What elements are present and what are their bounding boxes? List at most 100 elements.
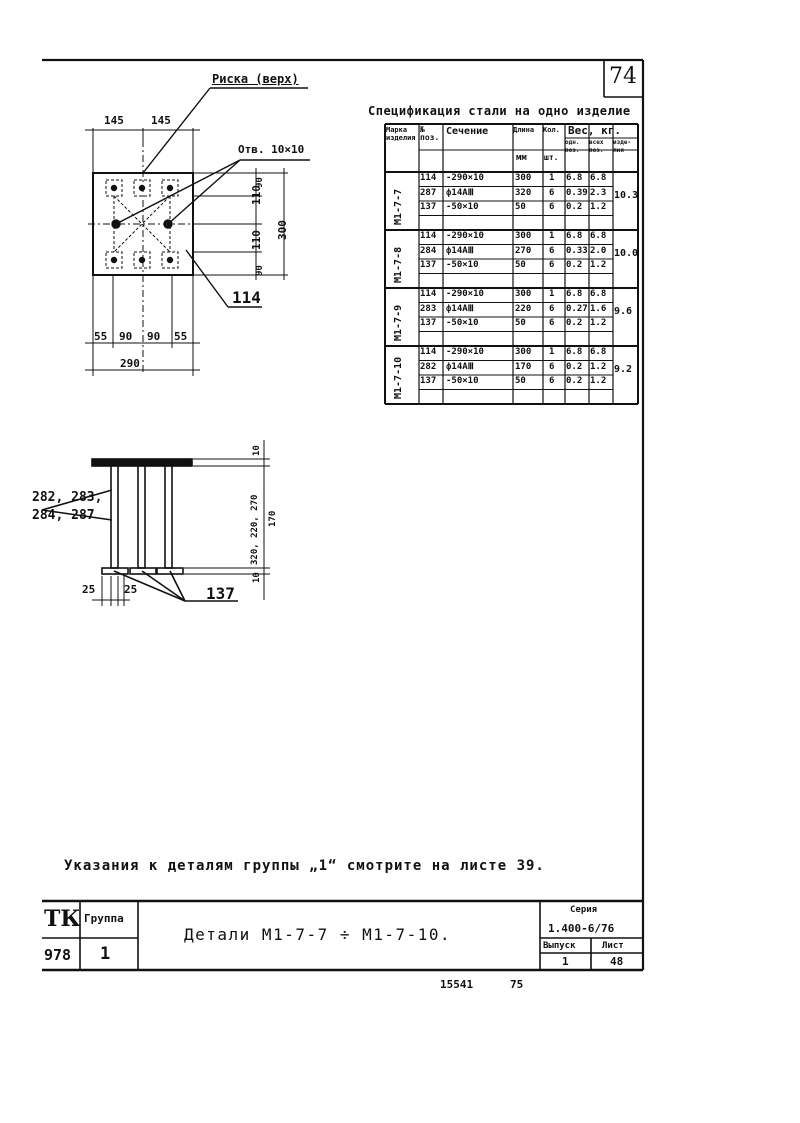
spec-group-mark: М1-7-9: [393, 304, 404, 341]
spec-qty: 6: [549, 303, 555, 314]
spec-w-all: 2.0: [590, 245, 607, 256]
spec-length: 50: [515, 260, 526, 270]
spec-qty: 6: [549, 245, 555, 256]
spec-section: -290×10: [446, 173, 484, 183]
plate-position-label: 114: [232, 288, 261, 307]
spec-length: 300: [515, 173, 532, 183]
dim-elev-left: 25: [82, 583, 96, 596]
rivet-label: Риска (верх): [212, 72, 299, 86]
spec-qty: 6: [549, 376, 555, 386]
spec-group-mark: М1-7-8: [393, 246, 404, 283]
spec-section: ф14АⅢ: [446, 187, 474, 198]
dim-bottom-3: 90: [147, 330, 161, 343]
dim-right-3: 90: [255, 177, 265, 188]
spec-group-total: 10.3: [614, 189, 639, 201]
year: 978: [44, 946, 72, 964]
spec-w-one: 0.2: [566, 260, 583, 270]
spec-w-one: 0.27: [566, 303, 588, 314]
spec-qty: 1: [549, 347, 555, 357]
dim-total-width: 290: [120, 357, 140, 370]
dim-right-2: 110: [250, 230, 263, 250]
note-text: Указания к деталям группы „1“ смотрите н…: [64, 858, 545, 874]
spec-qty: 1: [549, 173, 555, 183]
org-code: ТК: [44, 906, 81, 932]
spec-pos: 283: [420, 303, 437, 314]
spec-section: -50×10: [446, 202, 479, 212]
spec-group-total: 9.2: [614, 363, 633, 375]
spec-qty: 1: [549, 231, 555, 241]
dim-elev-mid: 25: [124, 583, 138, 596]
spec-group-total: 10.0: [614, 247, 639, 259]
plate-plan: [85, 87, 310, 376]
dim-elev-bottom: 10: [252, 572, 262, 583]
dim-elev-170: 170: [268, 510, 278, 527]
spec-header-qty: Кол.: [543, 126, 560, 134]
dim-right-4: 90: [255, 265, 265, 276]
spec-section: -50×10: [446, 318, 479, 328]
spec-section: -290×10: [446, 231, 484, 241]
spec-group-total: 9.6: [614, 305, 633, 317]
spec-group-mark: М1-7-7: [393, 188, 404, 225]
dim-bottom-2: 90: [119, 330, 133, 343]
series-label: Серия: [570, 905, 598, 915]
spec-w-all: 6.8: [590, 289, 607, 299]
spec-header-w-one: одн. поз.: [565, 139, 580, 154]
spec-w-one: 0.2: [566, 202, 583, 212]
spec-w-one: 0.2: [566, 318, 583, 328]
spec-w-all: 1.2: [590, 376, 607, 386]
spec-w-all: 1.2: [590, 318, 607, 328]
spec-pos: 114: [420, 173, 437, 183]
spec-pos: 284: [420, 245, 437, 256]
dim-total-height: 300: [276, 220, 289, 240]
spec-section: ф14АⅢ: [446, 303, 474, 314]
spec-w-all: 2.3: [590, 187, 607, 198]
anchor-position-label: 137: [206, 584, 235, 603]
spec-header-mark: Марка изделия: [386, 126, 416, 142]
spec-title: Спецификация стали на одно изделие: [368, 104, 631, 118]
spec-pos: 137: [420, 318, 437, 328]
spec-pos: 137: [420, 260, 437, 270]
spec-qty: 6: [549, 202, 555, 212]
dim-right-1: 110: [250, 185, 263, 205]
dim-top-right: 145: [151, 114, 171, 127]
hole-label: Отв. 10×10: [238, 143, 305, 156]
spec-w-one: 6.8: [566, 173, 583, 183]
spec-length: 270: [515, 245, 532, 256]
series-value: 1.400-6/76: [548, 922, 615, 935]
spec-pos: 137: [420, 376, 437, 386]
spec-w-all: 1.2: [590, 361, 607, 372]
group-label: Группа: [84, 912, 124, 925]
spec-w-one: 6.8: [566, 347, 583, 357]
spec-header-length: Длина: [513, 126, 535, 134]
spec-qty: 6: [549, 361, 555, 372]
sheet-value: 48: [610, 955, 624, 968]
spec-pos: 137: [420, 202, 437, 212]
spec-length: 170: [515, 361, 532, 372]
spec-section: ф14АⅢ: [446, 361, 474, 372]
spec-header-w-item: изде- лия: [613, 139, 632, 154]
spec-qty: 1: [549, 289, 555, 299]
spec-w-one: 0.33: [566, 245, 588, 256]
sheet-label: Лист: [602, 941, 624, 951]
spec-pos: 282: [420, 361, 437, 372]
spec-pos: 114: [420, 231, 437, 241]
sheet-title: Детали М1-7-7 ÷ М1-7-10.: [184, 925, 452, 944]
spec-header-weight: Вес, кг.: [568, 124, 621, 137]
spec-w-one: 0.39: [566, 187, 588, 198]
spec-section: -290×10: [446, 347, 484, 357]
spec-header-pos: № поз.: [420, 125, 440, 142]
dim-elev-heights: 320, 220, 270: [250, 494, 260, 565]
spec-header-section: Сечение: [446, 126, 489, 137]
spec-length: 300: [515, 347, 532, 357]
spec-header-length-unit: мм: [516, 153, 527, 163]
dim-bottom-1: 55: [94, 330, 108, 343]
spec-section: -290×10: [446, 289, 484, 299]
spec-group-mark: М1-7-10: [393, 356, 404, 399]
spec-length: 50: [515, 202, 526, 212]
dim-top-left: 145: [104, 114, 124, 127]
footer-num: 75: [510, 978, 524, 991]
bar-positions-line1: 282, 283,: [32, 490, 103, 505]
spec-length: 300: [515, 231, 532, 241]
dim-elev-top: 10: [252, 445, 262, 456]
